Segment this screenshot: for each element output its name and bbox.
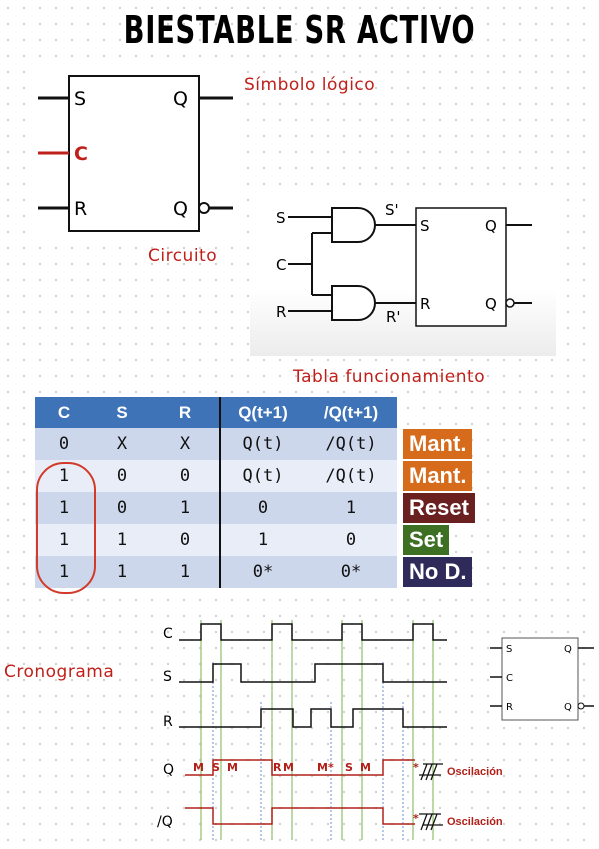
q-mark: M: [283, 761, 294, 774]
mini-r-label: R: [506, 702, 513, 713]
table-row: 1 1 1 0* 0* No D.: [35, 556, 475, 588]
q-mark: *: [413, 761, 419, 774]
highlight-oval: [36, 462, 96, 594]
s-waveform: [179, 663, 447, 683]
truth-table-wrapper: C S R Q(t+1) /Q(t+1) 0 X X Q(t) /Q(t) Ma…: [35, 397, 475, 588]
q-mark: M*: [317, 761, 334, 774]
chronogram-svg: C S R Q /Q M S M R M M* S M * *: [157, 620, 447, 840]
c-waveform: [179, 623, 447, 641]
chrono-r-label: R: [163, 714, 173, 730]
and-gate-bottom: [331, 285, 376, 321]
qbar-mark: *: [413, 812, 419, 825]
symbol-caption: Símbolo lógico: [244, 75, 376, 95]
q-mark: S: [212, 761, 220, 774]
header-q: Q(t+1): [219, 397, 305, 428]
mini-symbol-svg: S C R Q Q: [490, 637, 594, 721]
qbar-bubble: [198, 202, 210, 214]
state-tag: Reset: [403, 493, 475, 523]
symbol-q-label: Q: [173, 88, 188, 110]
mini-q-label: Q: [564, 644, 572, 655]
header-r: R: [151, 397, 220, 428]
qbar-waveform: [185, 807, 415, 825]
r-waveform: [179, 708, 447, 728]
circuit-qbar-label: Q: [485, 295, 497, 313]
header-qbar: /Q(t+1): [305, 397, 397, 428]
circuit-sprime-label: S': [385, 201, 399, 219]
circuit-rprime-label: R': [386, 308, 401, 326]
circuit-c-label: C: [276, 256, 286, 274]
symbol-qbar-label: Q: [173, 198, 188, 220]
circuit-r-label: R: [276, 303, 286, 321]
header-s: S: [93, 397, 151, 428]
q-mark: M: [360, 761, 371, 774]
and-gate-top: [331, 207, 376, 243]
q-oscillation-label: Oscilación: [447, 766, 503, 778]
circuit-svg: S C R S' R' S R Q Q: [276, 201, 532, 327]
q-mark: R: [273, 761, 282, 774]
truth-table: C S R Q(t+1) /Q(t+1) 0 X X Q(t) /Q(t) Ma…: [35, 397, 475, 588]
chrono-q-label: Q: [163, 762, 174, 778]
chronogram: C S R Q /Q M S M R M M* S M * *: [155, 612, 450, 845]
table-row: 1 1 0 1 0 Set: [35, 524, 475, 556]
symbol-s-label: S: [74, 88, 86, 110]
q-waveform: [185, 759, 415, 776]
table-caption: Tabla funcionamiento: [293, 367, 486, 387]
chrono-c-label: C: [163, 626, 173, 642]
circuit-caption: Circuito: [148, 246, 218, 266]
mini-s-label: S: [506, 644, 512, 655]
mini-symbol: S C R Q Q: [488, 632, 598, 724]
q-mark: M: [193, 761, 204, 774]
circuit-ff-r-label: R: [420, 295, 430, 313]
circuit-flipflop-box: [415, 207, 507, 327]
circuit-ff-s-label: S: [420, 217, 430, 235]
page-title: BIESTABLE SR ACTIVO: [123, 8, 476, 52]
symbol-c-label: C: [74, 143, 88, 165]
circuit-q-label: Q: [485, 217, 497, 235]
circuit-s-label: S: [276, 209, 286, 227]
state-tag: Mant.: [403, 429, 473, 459]
logic-symbol-panel: S C R Q Q: [33, 68, 238, 238]
q-mark: M: [227, 761, 238, 774]
circuit-panel: S C R S' R' S R Q Q: [250, 190, 556, 356]
chrono-caption: Cronograma: [4, 662, 115, 682]
state-tag: Set: [403, 525, 450, 555]
state-tag: Mant.: [403, 461, 473, 491]
logic-symbol-svg: S C R Q Q: [38, 75, 233, 232]
chrono-s-label: S: [163, 669, 172, 685]
table-row: 1 0 0 Q(t) /Q(t) Mant.: [35, 460, 475, 492]
state-tag: No D.: [403, 557, 473, 587]
symbol-r-label: R: [74, 198, 87, 220]
qbar-oscillation-label: Oscilación: [447, 816, 503, 828]
table-row: 1 0 1 0 1 Reset: [35, 492, 475, 524]
header-c: C: [35, 397, 93, 428]
mini-qbar-label: Q: [564, 702, 572, 713]
q-mark: S: [345, 761, 353, 774]
mini-c-label: C: [506, 673, 513, 684]
table-row: 0 X X Q(t) /Q(t) Mant.: [35, 428, 475, 460]
chrono-qbar-label: /Q: [157, 814, 173, 830]
flipflop-box: [68, 75, 200, 232]
